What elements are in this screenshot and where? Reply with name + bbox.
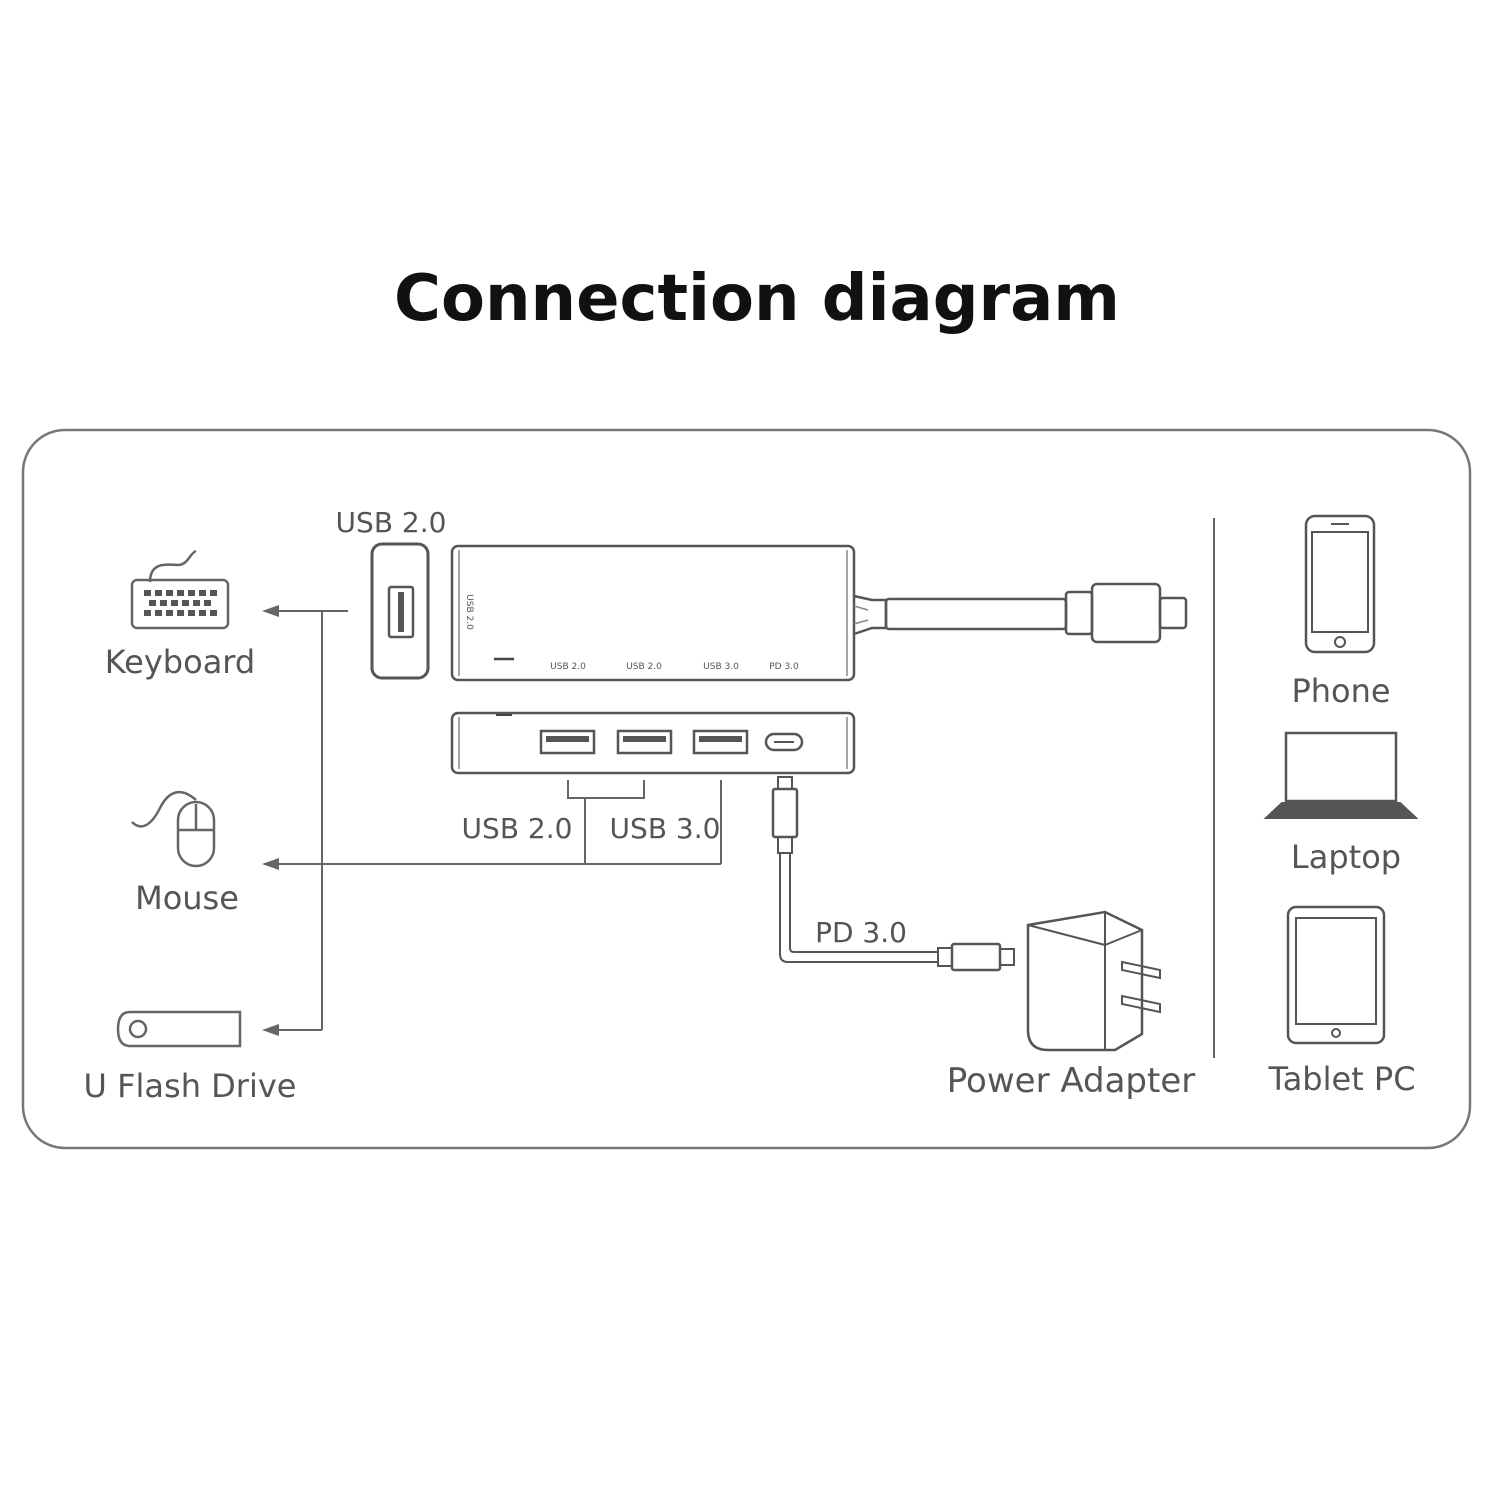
phone-icon	[1304, 514, 1376, 654]
usb-a-port-icon	[692, 729, 749, 755]
hub-port4-label: PD 3.0	[769, 662, 799, 672]
flash-drive-label: U Flash Drive	[84, 1067, 297, 1105]
bottom-usb20-label: USB 2.0	[462, 812, 573, 845]
laptop-label: Laptop	[1291, 838, 1401, 876]
diagram-frame	[21, 428, 1472, 1150]
laptop-icon	[1263, 731, 1419, 819]
mouse-icon	[131, 790, 216, 868]
usb-a-port-icon	[616, 729, 673, 755]
pd-cable	[771, 776, 1015, 972]
hub-top-view	[450, 544, 1188, 682]
tablet-label: Tablet PC	[1267, 1060, 1415, 1098]
side-usb-connector-lines	[262, 605, 348, 1036]
power-adapter-icon	[1026, 910, 1161, 1052]
phone-label: Phone	[1291, 672, 1390, 710]
hub-port1-label: USB 2.0	[550, 662, 586, 672]
side-usb-label: USB 2.0	[336, 506, 447, 539]
hub-side-label: USB 2.0	[464, 594, 474, 630]
usb-a-port-icon	[539, 729, 596, 755]
tablet-icon	[1286, 905, 1386, 1045]
power-adapter-label: Power Adapter	[947, 1061, 1196, 1101]
keyboard-icon	[130, 549, 230, 630]
page-title: Connection diagram	[394, 262, 1120, 336]
hub-port3-label: USB 3.0	[703, 662, 739, 672]
bottom-usb30-label: USB 3.0	[610, 812, 721, 845]
flash-drive-icon	[116, 1010, 242, 1048]
bottom-usb-connector-lines	[262, 780, 722, 870]
hub-front-view	[450, 711, 856, 775]
pd-label: PD 3.0	[815, 916, 907, 949]
keyboard-label: Keyboard	[105, 643, 255, 681]
mouse-label: Mouse	[135, 879, 239, 917]
hub-port2-label: USB 2.0	[626, 662, 662, 672]
side-usb-port-icon	[370, 542, 430, 680]
usb-c-port-icon	[764, 732, 804, 752]
